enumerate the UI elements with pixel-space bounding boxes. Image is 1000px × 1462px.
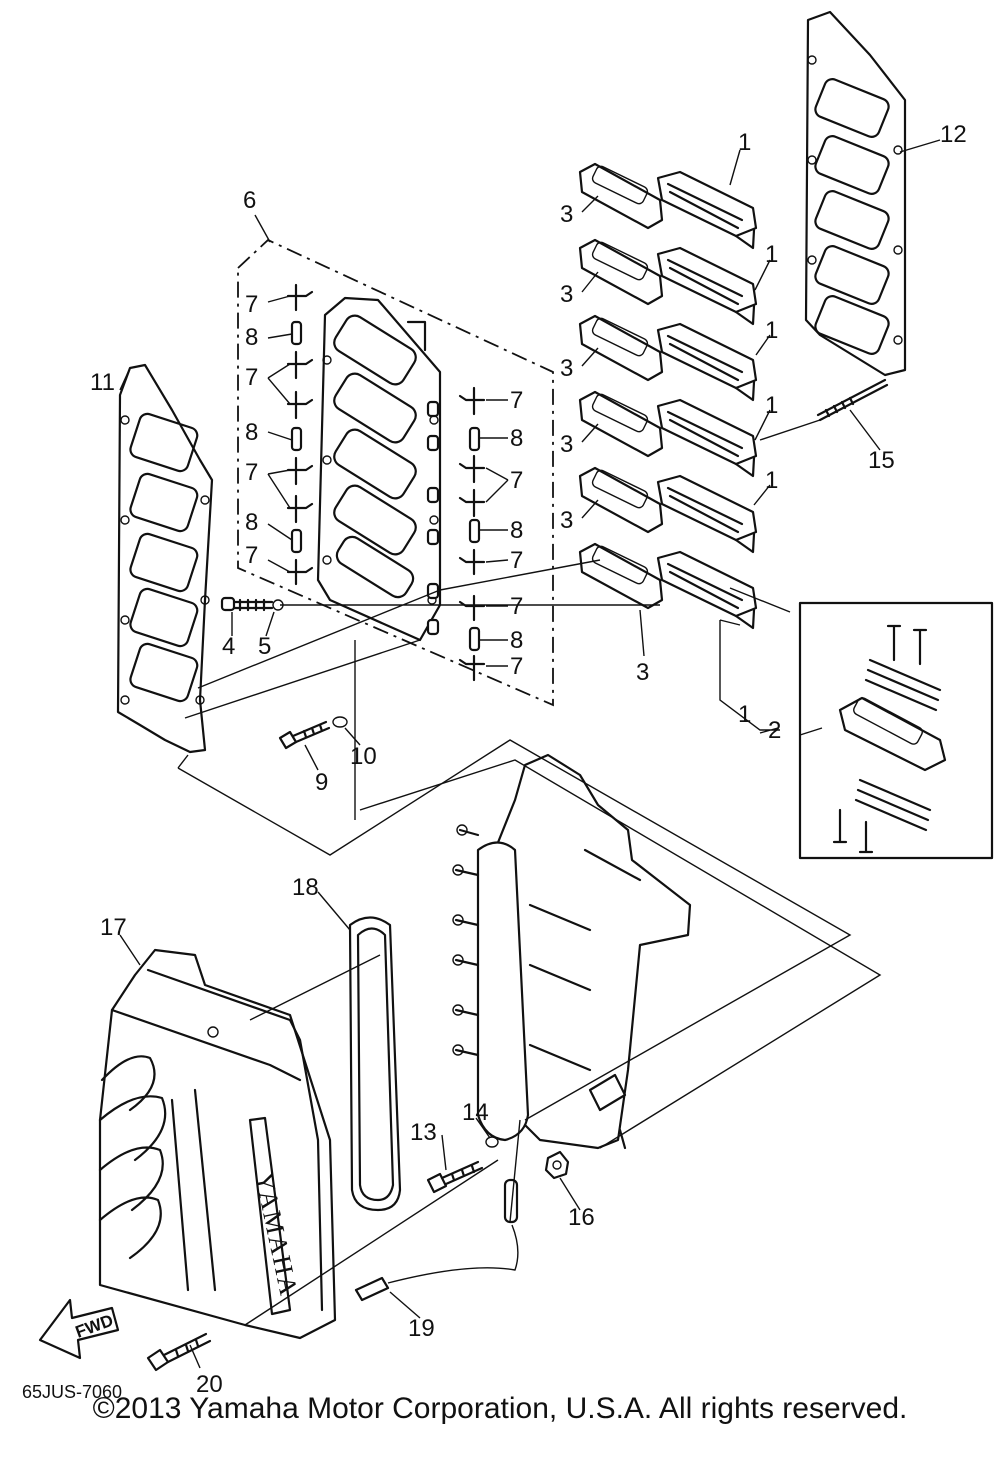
group-6-outline xyxy=(237,238,554,707)
label-8: 8 xyxy=(510,517,523,544)
label-7: 7 xyxy=(245,459,258,486)
reed-gaskets-3 xyxy=(578,162,664,610)
gasket-12 xyxy=(804,10,907,377)
label-1: 1 xyxy=(765,241,778,268)
fwd-arrow-icon: FWD xyxy=(38,1298,120,1360)
label-1: 1 xyxy=(765,317,778,344)
stud-15 xyxy=(816,378,889,422)
label-20: 20 xyxy=(196,1371,223,1398)
label-10: 10 xyxy=(350,743,377,770)
label-1: 1 xyxy=(765,467,778,494)
label-14: 14 xyxy=(462,1099,489,1126)
label-1: 1 xyxy=(765,392,778,419)
label-18: 18 xyxy=(292,874,319,901)
callout-labels: 6 7 8 7 8 7 8 7 7 8 7 8 7 7 8 7 11 12 1 … xyxy=(22,121,967,1402)
manifold-plate xyxy=(316,296,442,642)
label-2: 2 xyxy=(768,717,781,744)
fittings-7-hoses-8 xyxy=(286,283,486,682)
label-7: 7 xyxy=(510,547,523,574)
label-7: 7 xyxy=(245,364,258,391)
leader-lines xyxy=(119,139,941,1369)
label-7: 7 xyxy=(510,653,523,680)
label-12: 12 xyxy=(940,121,967,148)
label-3: 3 xyxy=(560,201,573,228)
label-8: 8 xyxy=(245,324,258,351)
label-7: 7 xyxy=(510,467,523,494)
bolt-9-washer-10 xyxy=(278,716,348,750)
label-7: 7 xyxy=(510,387,523,414)
copyright-notice: ©2013 Yamaha Motor Corporation, U.S.A. A… xyxy=(92,1392,908,1425)
label-3: 3 xyxy=(560,431,573,458)
label-1: 1 xyxy=(738,701,751,728)
seal-18 xyxy=(348,916,402,1212)
diagram-code: 65JUS-7060 xyxy=(22,1382,122,1402)
label-3: 3 xyxy=(560,281,573,308)
label-3: 3 xyxy=(636,659,649,686)
label-19: 19 xyxy=(408,1315,435,1342)
label-11: 11 xyxy=(90,369,115,396)
label-1: 1 xyxy=(738,129,751,156)
label-7: 7 xyxy=(245,542,258,569)
label-8: 8 xyxy=(245,509,258,536)
label-9: 9 xyxy=(315,769,328,796)
label-7: 7 xyxy=(245,291,258,318)
intake-housing xyxy=(452,753,692,1150)
label-16: 16 xyxy=(568,1204,595,1231)
screw-4-washer-5 xyxy=(220,596,284,612)
label-13: 13 xyxy=(410,1119,437,1146)
label-6: 6 xyxy=(243,187,256,214)
silencer-cover-17: YAMAHA xyxy=(98,948,337,1340)
label-8: 8 xyxy=(510,425,523,452)
label-3: 3 xyxy=(560,355,573,382)
label-4: 4 xyxy=(222,633,235,660)
label-17: 17 xyxy=(100,914,127,941)
label-5: 5 xyxy=(258,633,271,660)
gasket-11 xyxy=(116,363,214,754)
label-8: 8 xyxy=(245,419,258,446)
label-8: 8 xyxy=(510,627,523,654)
label-7: 7 xyxy=(510,593,523,620)
small-parts xyxy=(146,1136,570,1372)
label-15: 15 xyxy=(868,447,895,474)
detail-inset-2 xyxy=(798,601,994,860)
reed-valves-1 xyxy=(656,170,758,630)
label-3: 3 xyxy=(560,507,573,534)
